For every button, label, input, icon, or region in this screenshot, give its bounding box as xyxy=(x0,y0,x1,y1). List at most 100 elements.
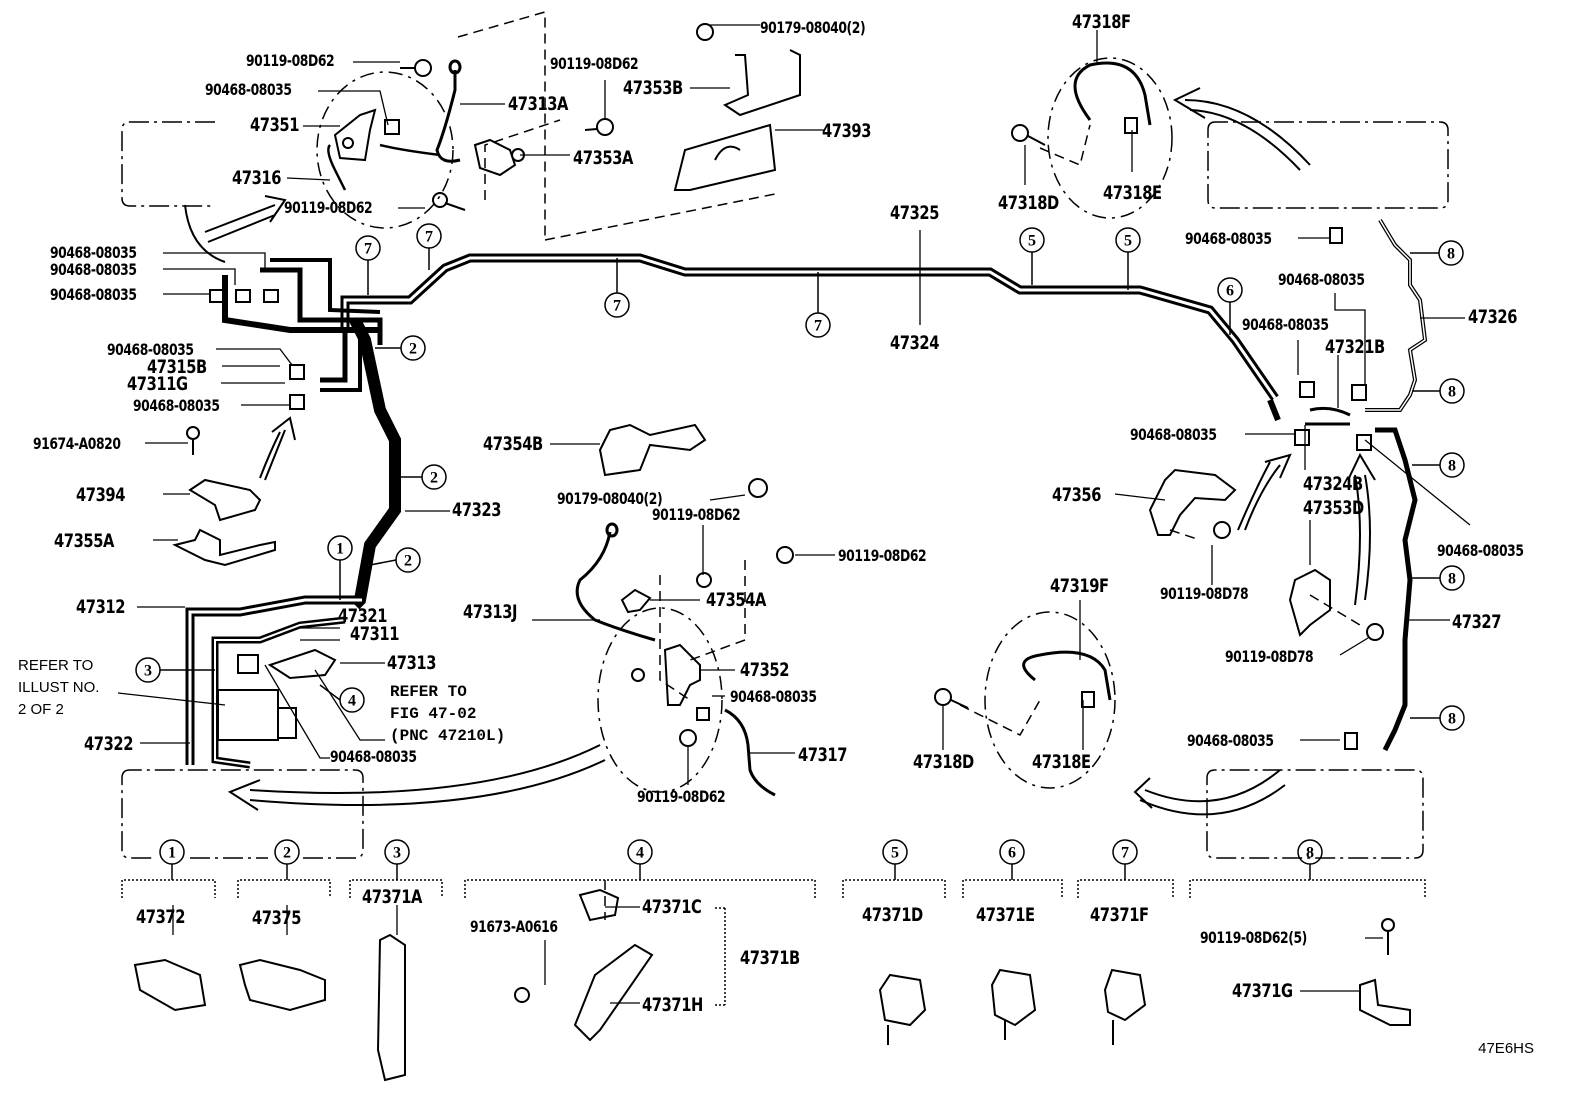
part-label-47311G: 47311G xyxy=(127,373,188,395)
callout-7: 7 xyxy=(425,229,433,246)
part-label-47351: 47351 xyxy=(250,114,299,136)
hose-47313A xyxy=(435,59,462,163)
inset-frames xyxy=(121,121,1449,859)
part-label-90468-08035: 90468-08035 xyxy=(1185,229,1272,248)
part-label-90468-08035: 90468-08035 xyxy=(1130,425,1217,444)
part-bolt-47318D-top xyxy=(1011,124,1046,146)
part-label-90119-08D62: 90119-08D62 xyxy=(550,54,639,73)
part-bracket-47353A xyxy=(473,138,525,177)
part-clips-right xyxy=(1294,227,1372,750)
callout-5: 5 xyxy=(1124,233,1132,250)
part-label-47353B: 47353B xyxy=(623,77,683,99)
part-label-47313J: 47313J xyxy=(463,601,518,623)
legend-label-47371D: 47371D xyxy=(862,904,923,926)
legend-label-47371E: 47371E xyxy=(976,904,1035,926)
leader-lines xyxy=(117,24,1471,1004)
legend-callout-7: 7 xyxy=(1121,845,1129,862)
legend-label-47371F: 47371F xyxy=(1090,904,1149,926)
part-label-47326: 47326 xyxy=(1468,306,1517,328)
part-bolt-90119-mid xyxy=(584,118,614,136)
part-valve-47313 xyxy=(237,648,337,680)
part-label-47321B: 47321B xyxy=(1325,336,1385,358)
part-label-90468-08035: 90468-08035 xyxy=(50,260,137,279)
part-label-47394: 47394 xyxy=(76,484,125,506)
part-label-90179-08040: 90179-08040(2) xyxy=(760,18,866,37)
part-bracket-47355A xyxy=(172,528,276,567)
part-label-90179-08040: 90179-08040(2) xyxy=(557,489,663,508)
part-label-47318D: 47318D xyxy=(998,192,1059,214)
note-refer-illust: REFER TO ILLUST NO. 2 OF 2 xyxy=(18,657,100,718)
callout-circles xyxy=(135,223,1465,880)
part-clip-47318E-low xyxy=(1081,691,1095,708)
brake-tube-47326 xyxy=(1365,218,1428,412)
legend-clip-icons xyxy=(133,888,1411,1082)
detail-circles xyxy=(316,57,1173,793)
callout-8: 8 xyxy=(1448,711,1456,728)
callout-6: 6 xyxy=(1226,283,1234,300)
part-clip-47318E-top xyxy=(1124,117,1138,134)
part-label-90468-08035: 90468-08035 xyxy=(50,243,137,262)
diagram-code: 47E6HS xyxy=(1478,1040,1534,1057)
legend-callout-6: 6 xyxy=(1008,845,1016,862)
part-bracket-47354A xyxy=(620,546,794,614)
legend-label-47372: 47372 xyxy=(136,906,185,928)
legend-label-47371A: 47371A xyxy=(362,886,422,908)
part-label-47327: 47327 xyxy=(1452,611,1501,633)
part-bracket-47354B xyxy=(598,423,768,498)
brake-tube-47324-47325 xyxy=(340,253,1279,401)
part-label-47313: 47313 xyxy=(387,652,436,674)
legend-brackets xyxy=(121,879,1426,1006)
legend-label-47371H: 47371H xyxy=(642,994,703,1016)
callout-2: 2 xyxy=(430,470,438,487)
part-label-90468-08035: 90468-08035 xyxy=(107,340,194,359)
part-label-47321: 47321 xyxy=(338,605,387,627)
callout-3: 3 xyxy=(144,663,152,680)
brake-tube-47321B xyxy=(1267,398,1351,426)
callout-2: 2 xyxy=(404,553,412,570)
callout-8: 8 xyxy=(1447,246,1455,263)
part-label-47353A: 47353A xyxy=(573,147,633,169)
part-bolt-90119-lower xyxy=(432,192,466,211)
part-bracket-47356 xyxy=(1148,468,1237,539)
part-label-47325: 47325 xyxy=(890,202,939,224)
callout-numbers: 7 7 7 7 5 5 6 2 2 2 1 3 4 8 8 8 8 8 1 2 … xyxy=(144,229,1456,862)
part-label-47353D: 47353D xyxy=(1303,497,1364,519)
part-label-47352: 47352 xyxy=(740,659,789,681)
brake-tube-47327 xyxy=(1375,427,1418,752)
callout-8: 8 xyxy=(1448,384,1456,401)
callout-7: 7 xyxy=(814,318,822,335)
part-label-47354A: 47354A xyxy=(706,589,766,611)
part-bracket-47394 xyxy=(188,478,262,522)
hose-47317 xyxy=(724,708,776,797)
part-label-47322: 47322 xyxy=(84,733,133,755)
legend-callout-2: 2 xyxy=(283,845,291,862)
part-bracket-47352 xyxy=(631,643,710,747)
part-label-90468-08035: 90468-08035 xyxy=(1187,731,1274,750)
part-label-90119-08D62: 90119-08D62 xyxy=(284,198,373,217)
part-bracket-47351 xyxy=(333,108,377,162)
legend-callout-1: 1 xyxy=(168,845,176,862)
part-label-90468-08035: 90468-08035 xyxy=(1242,315,1329,334)
callout-7: 7 xyxy=(613,298,621,315)
callout-2: 2 xyxy=(409,341,417,358)
part-label-90468-08035: 90468-08035 xyxy=(330,747,417,766)
part-label-90119-08D62: 90119-08D62 xyxy=(637,787,726,806)
callout-7: 7 xyxy=(364,241,372,258)
part-bolt-47318D-low xyxy=(934,688,969,709)
part-label-90468-08035: 90468-08035 xyxy=(205,80,292,99)
exploded-view-guides xyxy=(457,11,1361,920)
part-label-47318F: 47318F xyxy=(1072,11,1131,33)
part-label-90119-08D62: 90119-08D62 xyxy=(838,546,927,565)
part-label-47311: 47311 xyxy=(350,623,399,645)
part-label-47356: 47356 xyxy=(1052,484,1101,506)
legend-label-91673-A0616: 91673-A0616 xyxy=(470,917,558,936)
legend-label-47371B: 47371B xyxy=(740,947,800,969)
callout-5: 5 xyxy=(1028,233,1036,250)
part-label-90119-08D78: 90119-08D78 xyxy=(1225,647,1314,666)
hose-47319F xyxy=(1022,650,1112,701)
part-clip-90468-pair xyxy=(209,289,305,410)
part-label-90119-08D62: 90119-08D62 xyxy=(652,505,741,524)
legend-callout-5: 5 xyxy=(891,845,899,862)
note-refer-fig: REFER TO FIG 47-02 (PNC 47210L) xyxy=(390,683,506,745)
part-label-47316: 47316 xyxy=(232,167,281,189)
